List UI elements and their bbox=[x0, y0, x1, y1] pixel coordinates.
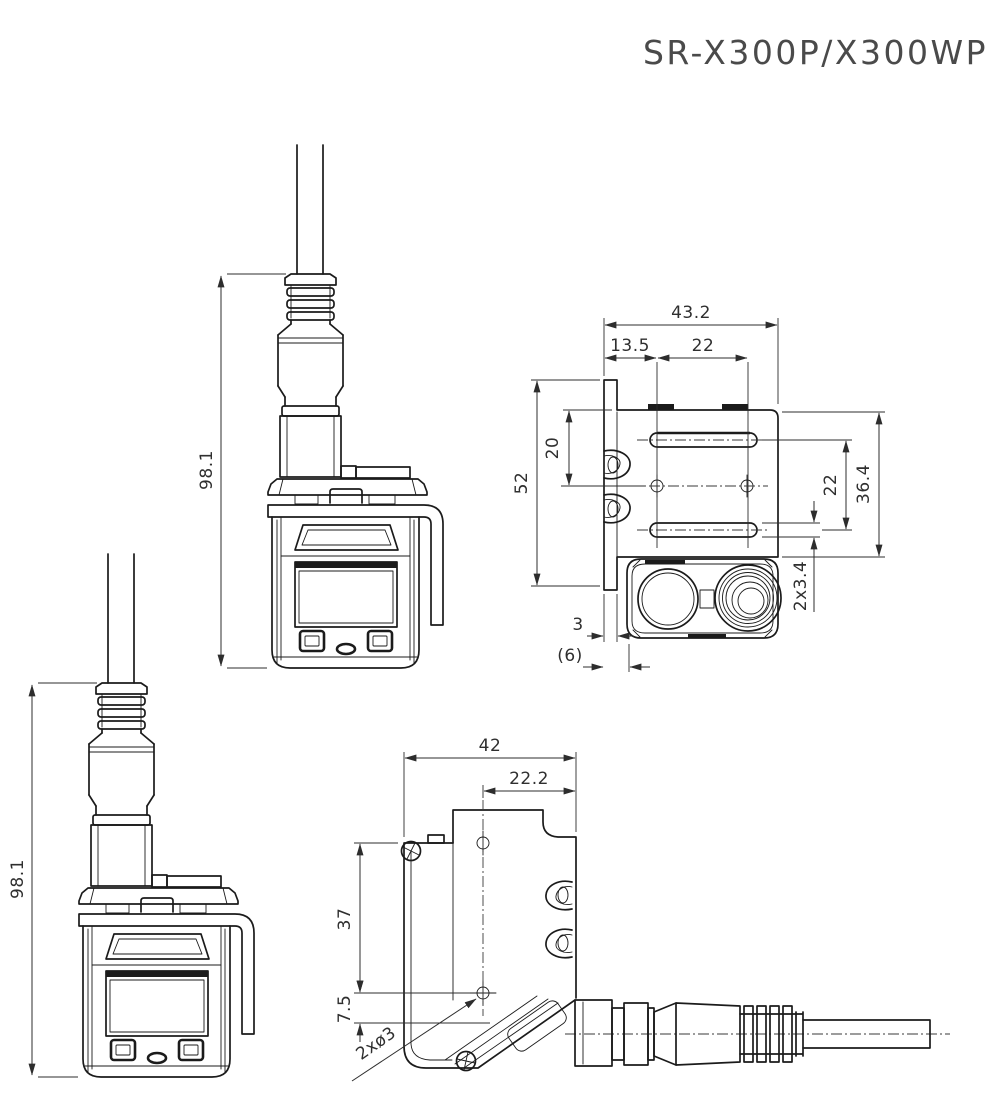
view-top-bracket: 42 22.2 37 7.5 2xø3 bbox=[335, 736, 950, 1082]
drawing-title: SR-X300P/X300WP bbox=[643, 33, 988, 72]
dim-side-slot-size: 2x3.4 bbox=[791, 561, 811, 611]
dim-height-bottom: 98.1 bbox=[8, 859, 28, 899]
view-front-top: 98.1 bbox=[197, 143, 445, 670]
dim-top-lower-offset: 7.5 bbox=[335, 995, 355, 1024]
spring-clips-top bbox=[545, 880, 573, 959]
dims-front-bottom: 98.1 bbox=[8, 682, 97, 1078]
cable-line bbox=[802, 1019, 931, 1049]
bracket-plate-top bbox=[452, 800, 577, 1016]
dim-side-ref-depth: (6) bbox=[557, 646, 583, 666]
screw-top-left bbox=[400, 840, 422, 862]
dims-top: 42 22.2 37 7.5 2xø3 bbox=[335, 736, 577, 1082]
dim-top-hole-offset: 22.2 bbox=[509, 769, 549, 789]
dims-side: 43.2 13.5 22 52 20 22 36.4 bbox=[512, 303, 885, 672]
strain-relief-ribs bbox=[739, 1005, 804, 1063]
dim-side-overall-height: 52 bbox=[512, 472, 532, 495]
cable-assembly-top bbox=[565, 999, 950, 1067]
view-side-bracket: 43.2 13.5 22 52 20 22 36.4 bbox=[512, 303, 885, 672]
dim-height-top: 98.1 bbox=[197, 450, 217, 490]
mounting-holes-top bbox=[469, 800, 497, 1016]
dim-side-hole-pitch: 22 bbox=[692, 336, 715, 356]
dim-side-bracket-height: 36.4 bbox=[854, 464, 874, 504]
dims-front-top: 98.1 bbox=[197, 273, 286, 669]
dim-side-upper-offset: 20 bbox=[543, 437, 563, 460]
device-body-top bbox=[400, 834, 576, 1072]
dim-side-overall-width: 43.2 bbox=[671, 303, 711, 323]
dim-top-depth: 37 bbox=[335, 908, 355, 931]
angled-front-face bbox=[444, 995, 567, 1069]
dim-top-overall-width: 42 bbox=[479, 736, 502, 756]
dim-side-slot-pitch: 22 bbox=[821, 474, 841, 497]
lens-left bbox=[637, 568, 699, 630]
dim-side-left-offset: 13.5 bbox=[610, 336, 650, 356]
dim-side-edge-gap: 3 bbox=[572, 615, 583, 635]
lens-head bbox=[626, 558, 782, 639]
view-front-bottom: 98.1 bbox=[8, 552, 256, 1079]
mounting-holes bbox=[630, 474, 768, 498]
lens-right bbox=[714, 564, 782, 632]
